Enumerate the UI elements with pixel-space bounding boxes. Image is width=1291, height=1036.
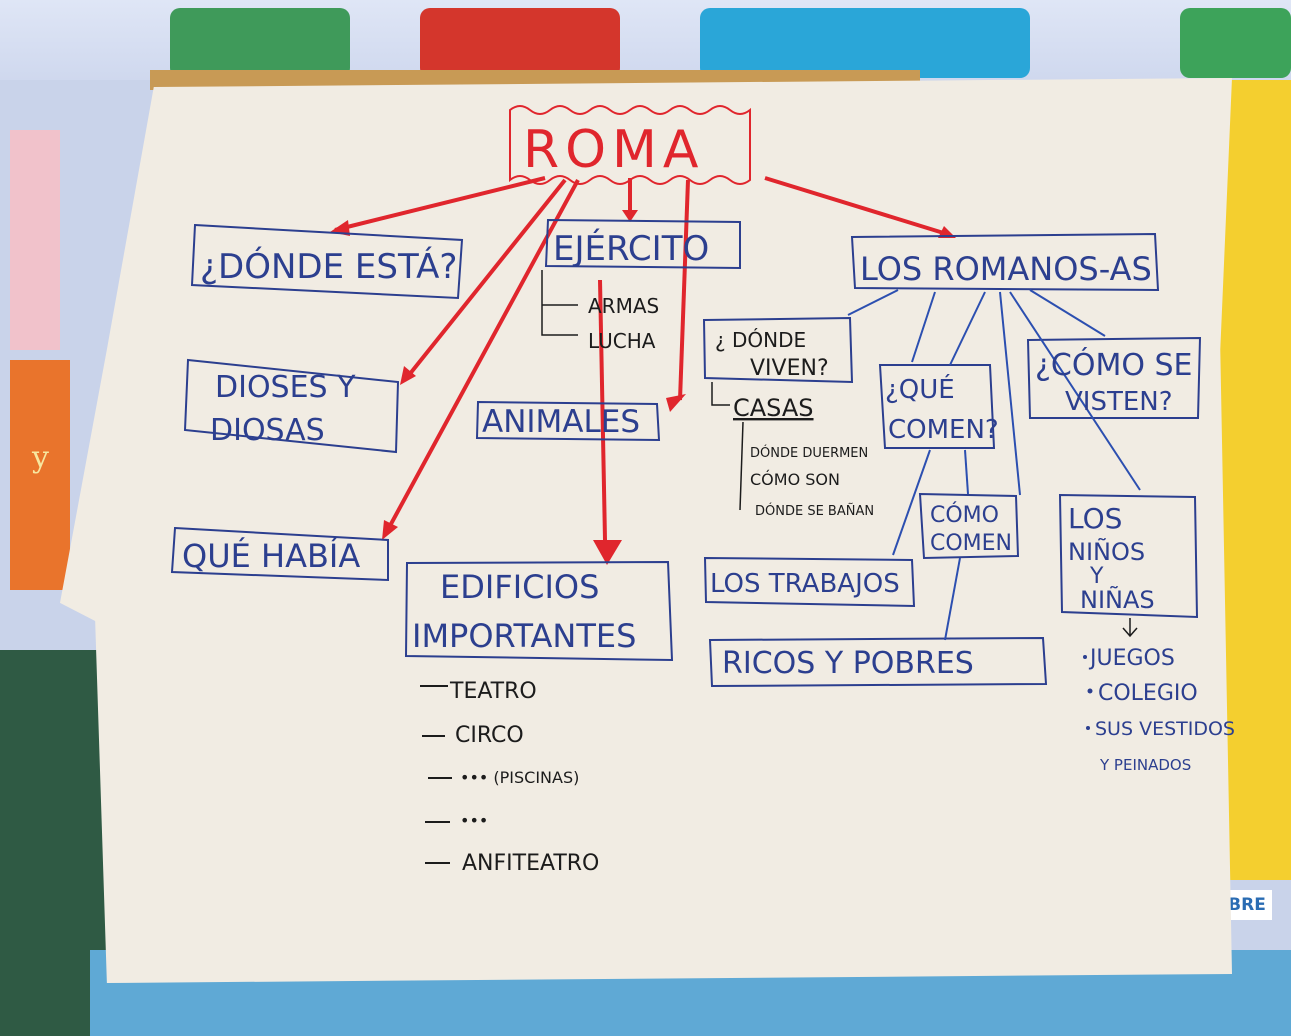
node-ejercito: EJÉRCITO xyxy=(553,228,709,269)
casas-item-2: CÓMO SON xyxy=(750,470,840,489)
node-como-se-visten-line1: ¿CÓMO SE xyxy=(1035,346,1193,383)
node-donde-viven-line1: ¿ DÓNDE xyxy=(715,328,806,352)
node-edificios-line1: EDIFICIOS xyxy=(440,568,599,606)
node-casas: CASAS xyxy=(733,394,814,422)
edificios-item-5: ANFITEATRO xyxy=(462,851,599,876)
edificios-dashes xyxy=(420,685,452,864)
node-dioses-line1: DIOSES Y xyxy=(215,370,356,405)
ninos-item-3: SUS VESTIDOS xyxy=(1095,718,1235,740)
decoration-number-one xyxy=(170,8,350,78)
node-como-comen-line2: COMEN xyxy=(930,531,1012,556)
node-ricos-pobres: RICOS Y POBRES xyxy=(722,646,974,681)
node-ninos-line1: LOS xyxy=(1068,502,1122,535)
node-ninos-line2: NIÑOS xyxy=(1068,536,1145,566)
edificios-item-1: TEATRO xyxy=(449,679,537,704)
title: ROMA xyxy=(523,120,705,180)
node-donde-viven-line2: VIVEN? xyxy=(750,356,829,381)
ninos-bullets xyxy=(1083,655,1093,730)
node-ninos-line3: Y xyxy=(1089,564,1104,589)
node-que-comen-line2: COMEN? xyxy=(888,415,999,445)
node-los-trabajos: LOS TRABAJOS xyxy=(710,569,900,599)
node-que-habia: QUÉ HABÍA xyxy=(182,537,360,575)
node-armas: ARMAS xyxy=(588,294,659,318)
node-ninos-line4: NIÑAS xyxy=(1080,584,1155,614)
decoration-number-three xyxy=(700,8,1030,78)
edificios-item-2: CIRCO xyxy=(455,723,524,748)
node-donde-esta: ¿DÓNDE ESTÁ? xyxy=(200,246,457,287)
node-dioses-line2: DIOSAS xyxy=(210,413,325,448)
ninos-item-4: Y PEINADOS xyxy=(1099,756,1191,774)
edificios-item-4: ••• xyxy=(460,811,488,830)
decoration-number-two xyxy=(420,8,620,78)
node-boxes xyxy=(170,218,1202,688)
orange-house-card: y xyxy=(10,360,70,590)
blue-arrows xyxy=(541,270,1141,641)
node-que-comen-line1: ¿QUÉ xyxy=(885,373,955,405)
node-como-comen-line1: CÓMO xyxy=(930,502,999,528)
ninos-connector xyxy=(1122,618,1138,638)
pink-house-card xyxy=(10,130,60,350)
node-animales: ANIMALES xyxy=(482,404,640,440)
ninos-item-2: COLEGIO xyxy=(1098,681,1198,706)
red-arrows xyxy=(330,176,956,565)
title-wavy-border xyxy=(509,105,751,185)
node-edificios-line2: IMPORTANTES xyxy=(412,617,636,655)
ninos-item-1: JUEGOS xyxy=(1088,646,1175,671)
node-lucha: LUCHA xyxy=(588,329,656,353)
node-como-se-visten-line2: VISTEN? xyxy=(1065,387,1173,417)
casas-item-1: DÓNDE DUERMEN xyxy=(750,445,868,461)
decoration-number-four xyxy=(1180,8,1291,78)
house-letter: y xyxy=(32,440,49,475)
casas-item-3: DÓNDE SE BAÑAN xyxy=(755,503,874,519)
edificios-item-3: ••• (PISCINAS) xyxy=(460,768,579,787)
node-los-romanos: LOS ROMANOS-AS xyxy=(860,250,1152,288)
